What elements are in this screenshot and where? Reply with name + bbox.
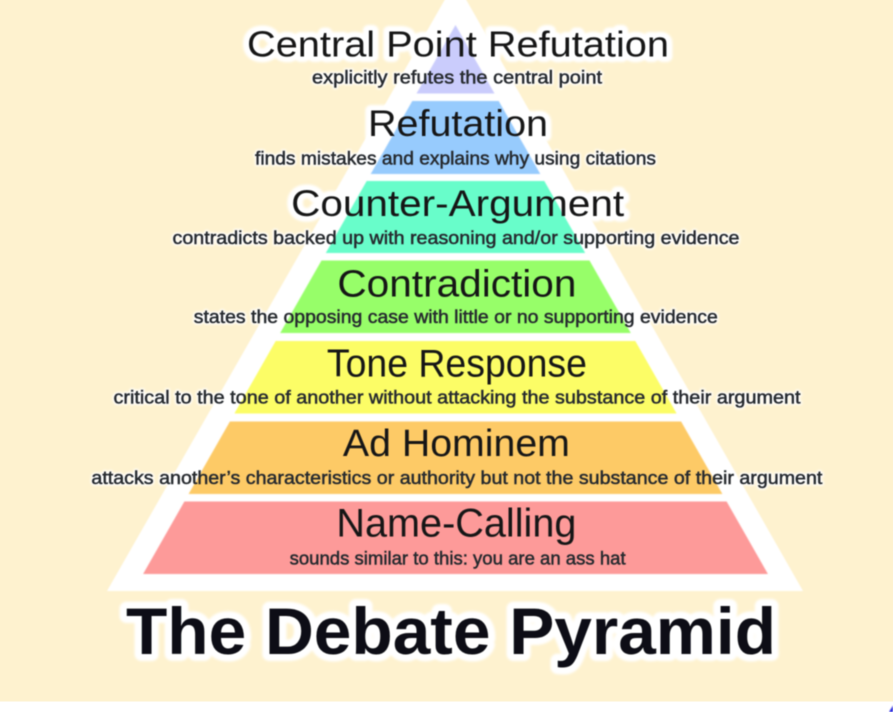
svg-text:Ad Hominem: Ad Hominem bbox=[343, 423, 570, 465]
svg-text:Tone Response: Tone Response bbox=[327, 342, 587, 385]
svg-text:states the opposing case with: states the opposing case with little or … bbox=[194, 306, 718, 327]
svg-text:critical to the tone of anothe: critical to the tone of another without … bbox=[114, 387, 802, 408]
svg-text:Contradiction: Contradiction bbox=[337, 263, 576, 305]
svg-text:contradicts backed up with rea: contradicts backed up with reasoning and… bbox=[173, 227, 740, 248]
svg-text:The Debate Pyramid: The Debate Pyramid bbox=[126, 595, 776, 668]
svg-text:Counter-Argument: Counter-Argument bbox=[291, 182, 625, 224]
svg-text:Name-Calling: Name-Calling bbox=[336, 501, 576, 545]
svg-text:Refutation: Refutation bbox=[368, 102, 548, 144]
svg-text:sounds similar to this: you ar: sounds similar to this: you are an ass h… bbox=[290, 547, 627, 568]
svg-text:finds mistakes and explains wh: finds mistakes and explains why using ci… bbox=[255, 147, 656, 168]
svg-text:attacks another’s characterist: attacks another’s characteristics or aut… bbox=[91, 467, 823, 488]
svg-text:The Debate Pyramid: The Debate Pyramid bbox=[126, 595, 776, 668]
svg-text:explicitly refutes the central: explicitly refutes the central point bbox=[312, 67, 603, 88]
svg-text:Central Point Refutation: Central Point Refutation bbox=[247, 24, 669, 65]
